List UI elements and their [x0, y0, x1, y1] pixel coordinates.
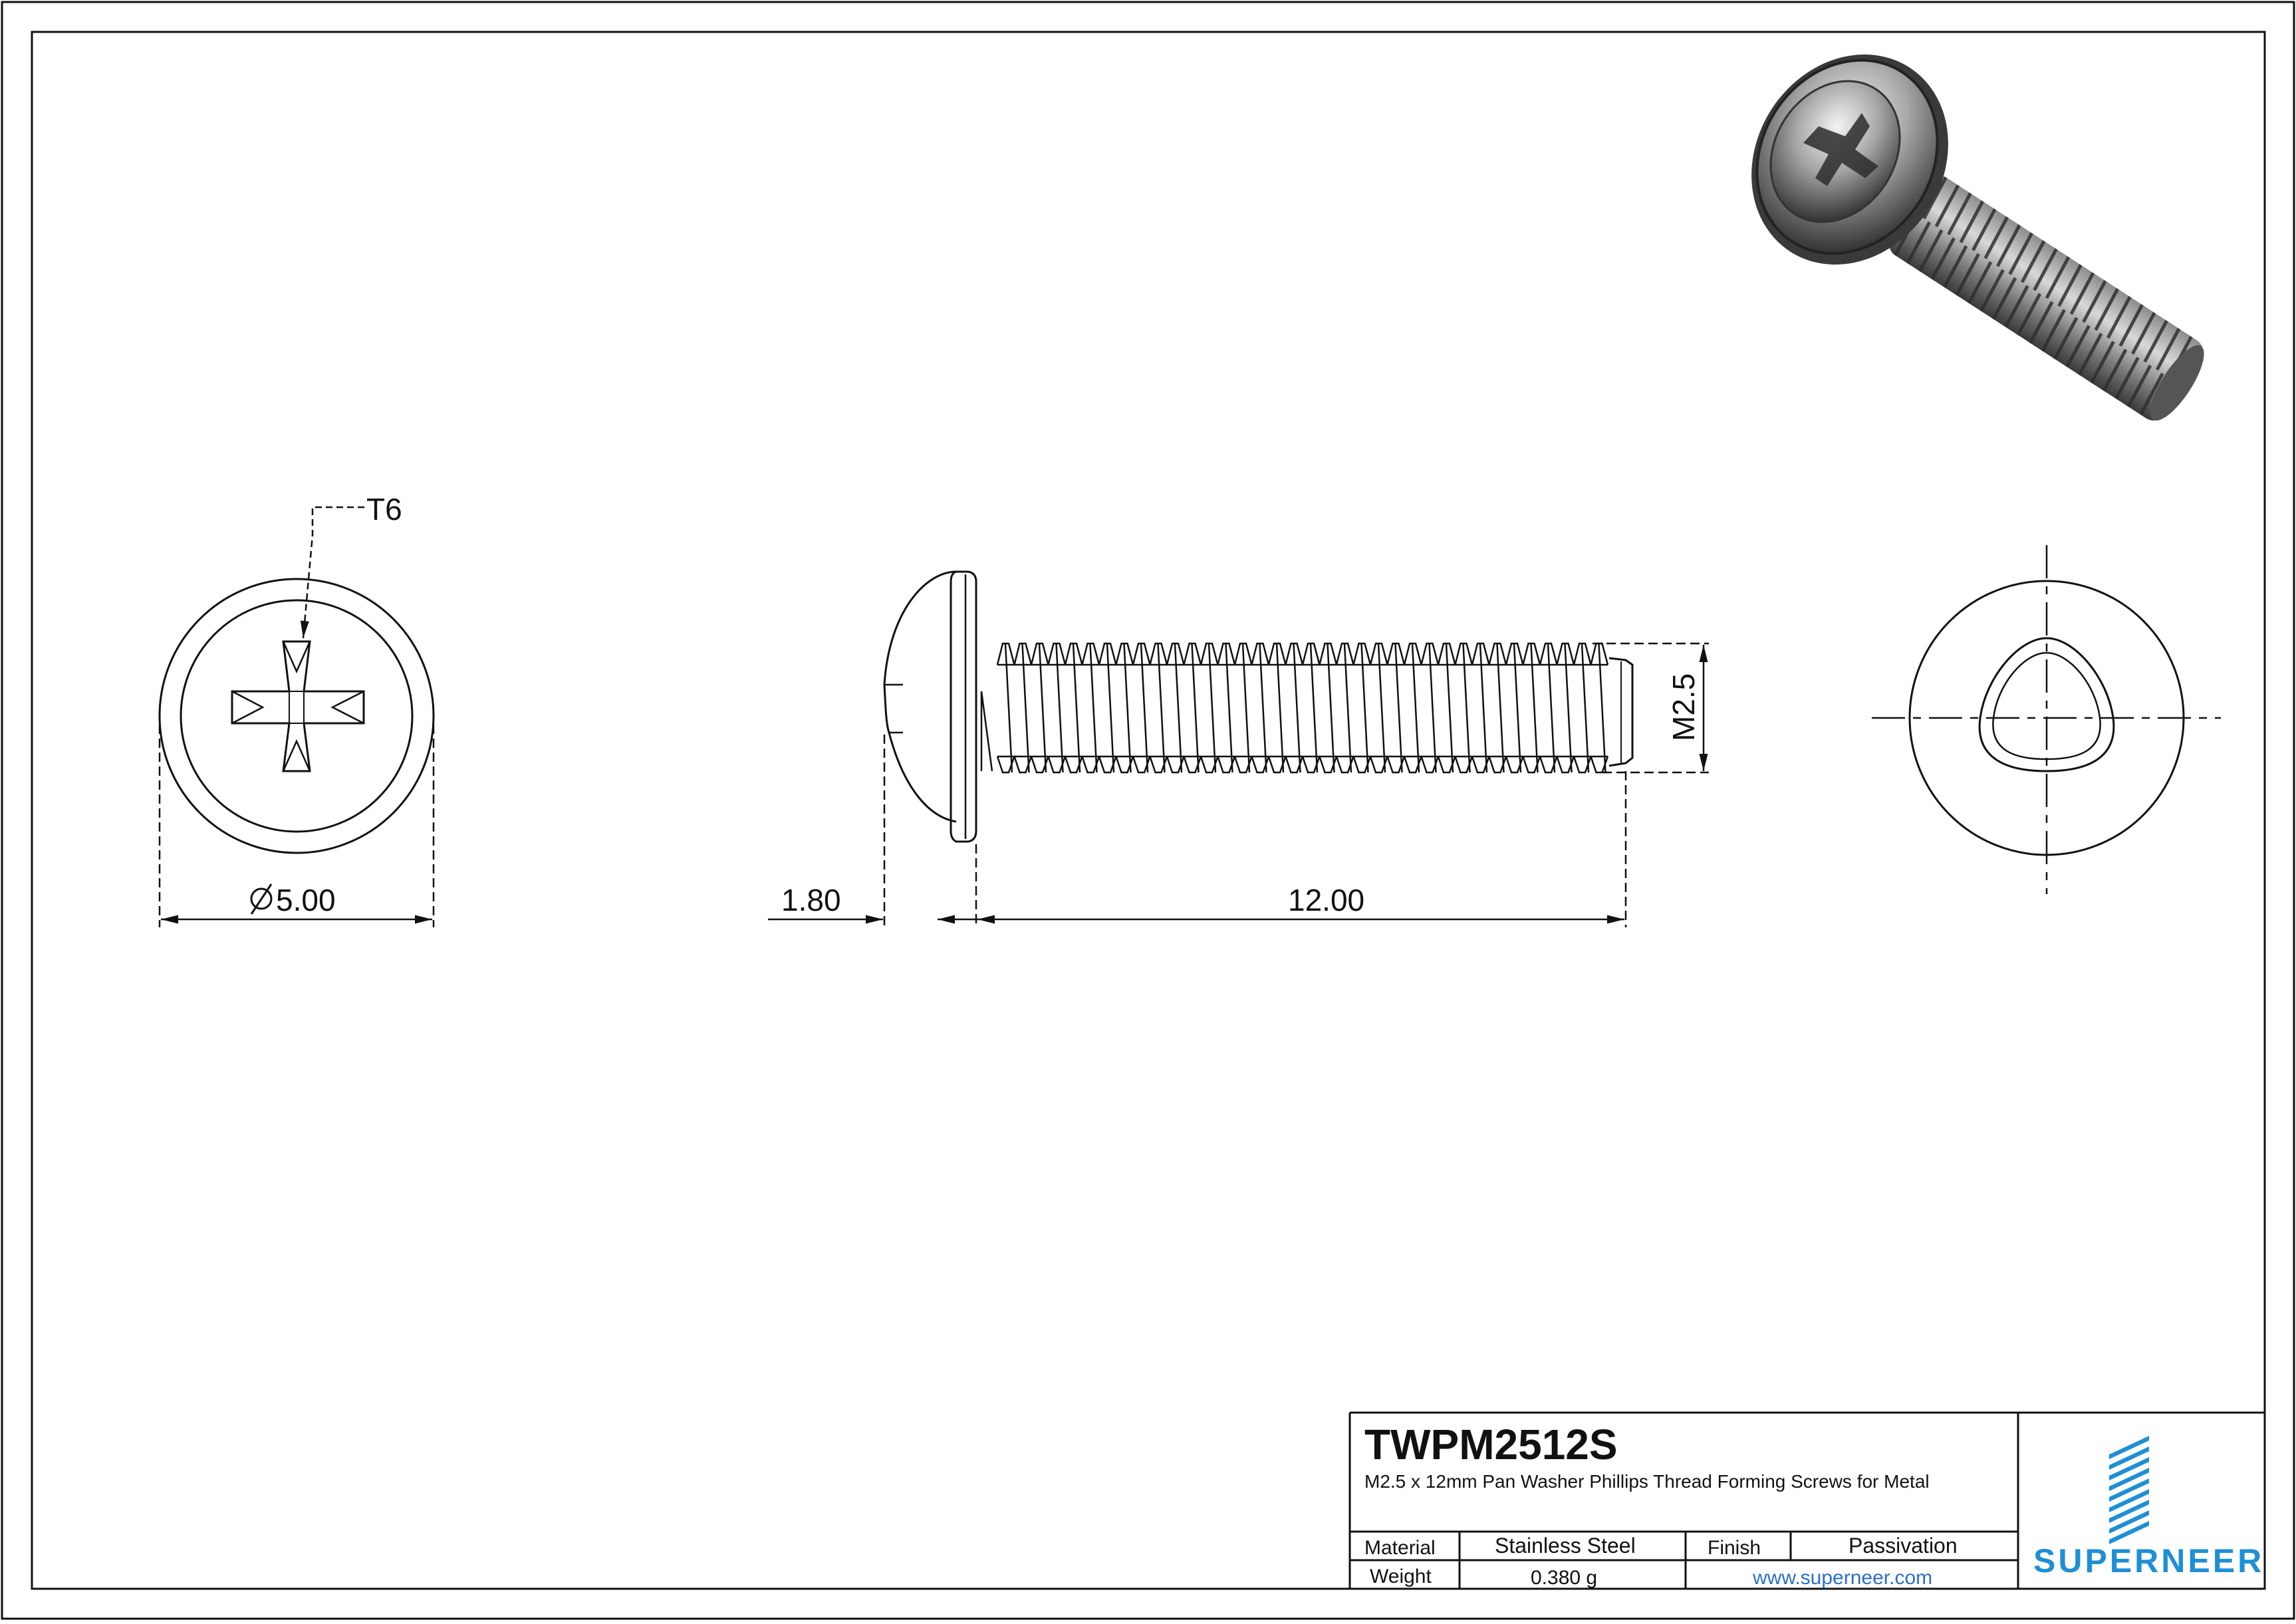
phillips-recess-center	[289, 691, 305, 724]
superneer-stripes-logo-icon	[2109, 1436, 2149, 1544]
drive-size-label: T6	[366, 492, 402, 526]
screw-side-view	[883, 570, 1634, 843]
length-dimensions	[768, 735, 1627, 927]
head-height-value: 1.80	[781, 883, 841, 917]
logo-stripe	[2109, 1457, 2149, 1480]
finish-value: Passivation	[1849, 1534, 1958, 1558]
washer-outer-circle	[158, 578, 435, 854]
finish-label: Finish	[1708, 1537, 1761, 1559]
part-number: TWPM2512S	[1364, 1421, 1618, 1468]
head-slot-lines	[884, 683, 903, 734]
head-inner-circle	[180, 599, 414, 833]
diameter-value: 5.00	[276, 883, 336, 917]
diameter-dimension	[158, 725, 435, 927]
title-block	[1348, 1411, 2265, 1589]
head-dome	[883, 570, 957, 823]
thread-dimension	[1593, 642, 1709, 774]
part-description: M2.5 x 12mm Pan Washer Phillips Thread F…	[1364, 1471, 1930, 1492]
weight-value: 0.380 g	[1531, 1567, 1597, 1589]
logo-stripe	[2109, 1521, 2149, 1544]
thread-tip	[1608, 657, 1634, 767]
logo-stripe	[2109, 1500, 2149, 1523]
brand-name: SUPERNEER	[2033, 1542, 2264, 1579]
logo-stripe	[2109, 1468, 2149, 1491]
phillips-recess-flanks	[231, 641, 364, 772]
material-label: Material	[1364, 1537, 1436, 1559]
trilobular-outer	[1978, 637, 2115, 772]
diameter-symbol-icon	[250, 883, 273, 915]
drive-leader	[300, 506, 364, 639]
website-link[interactable]: www.superneer.com	[1752, 1567, 1932, 1589]
phillips-recess-outline	[231, 640, 365, 772]
weight-label: Weight	[1370, 1566, 1432, 1587]
thread-end-view	[1872, 545, 2221, 894]
logo-stripe	[2109, 1489, 2149, 1512]
material-value: Stainless Steel	[1495, 1534, 1636, 1558]
washer-flange	[950, 570, 977, 843]
thread-crest-path	[996, 642, 1609, 774]
thread-size-label: M2.5	[1666, 673, 1701, 741]
logo-stripe	[2109, 1436, 2149, 1459]
logo-stripe	[2109, 1478, 2149, 1502]
length-value: 12.00	[1288, 883, 1364, 917]
logo-stripe	[2109, 1510, 2149, 1534]
inner-border	[31, 31, 2266, 1590]
head-top-view	[158, 578, 435, 854]
logo-stripe	[2109, 1447, 2149, 1470]
screw-3d-render	[1751, 55, 2204, 421]
thread-runout	[980, 691, 993, 772]
thread-crests	[996, 642, 1609, 774]
